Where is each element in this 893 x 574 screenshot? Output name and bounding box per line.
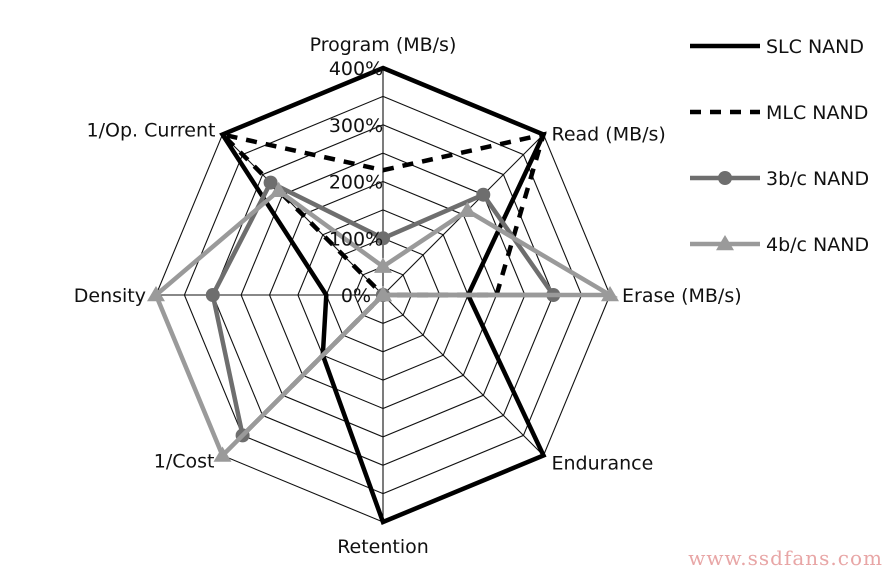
- series-point-3-4: [374, 286, 392, 302]
- radar-axis-labels: Program (MB/s) Read (MB/s) Erase (MB/s) End…: [74, 34, 742, 558]
- series-point-3-5: [213, 446, 232, 462]
- tick-label: 300%: [329, 115, 383, 137]
- series-point-3-0: [374, 257, 392, 273]
- axis-label-2: Erase (MB/s): [622, 285, 742, 307]
- legend: SLC NAND MLC NAND 3b/c NAND 4b/c NAND: [690, 36, 869, 256]
- tick-label: 0%: [341, 285, 371, 307]
- series-point-2-1: [476, 187, 491, 202]
- series-point-3-2: [601, 286, 619, 302]
- tick-label: 200%: [329, 172, 383, 194]
- legend-label-2: 3b/c NAND: [766, 168, 869, 190]
- series-point-2-6: [205, 288, 220, 302]
- axis-label-7: 1/Op. Current: [87, 120, 216, 142]
- axis-label-4: Retention: [337, 536, 429, 558]
- radar-tick-labels: 0% 100% 200% 300% 400%: [329, 58, 383, 307]
- radar-series: [147, 65, 619, 525]
- watermark: www.ssdfans.com: [688, 546, 883, 570]
- legend-label-3: 4b/c NAND: [766, 234, 869, 256]
- legend-label-0: SLC NAND: [766, 36, 864, 58]
- series-line-3: [153, 187, 619, 460]
- series-point-3-1: [458, 201, 477, 217]
- legend-marker-2: [718, 171, 732, 185]
- series-line-0: [219, 65, 547, 525]
- legend-label-1: MLC NAND: [766, 102, 868, 124]
- series-point-2-0: [376, 231, 390, 246]
- series-point-3-6: [147, 286, 165, 302]
- axis-label-1: Read (MB/s): [552, 124, 666, 146]
- axis-label-5: 1/Cost: [154, 451, 215, 473]
- series-point-2-7: [263, 175, 278, 190]
- tick-label: 100%: [329, 228, 383, 250]
- tick-label: 400%: [329, 58, 383, 80]
- grid-spoke: [382, 294, 544, 456]
- axis-label-0: Program (MB/s): [310, 34, 457, 56]
- legend-marker-3: [716, 235, 734, 251]
- series-point-3-7: [269, 181, 288, 197]
- axis-label-3: Endurance: [552, 453, 654, 475]
- axis-label-6: Density: [74, 285, 146, 307]
